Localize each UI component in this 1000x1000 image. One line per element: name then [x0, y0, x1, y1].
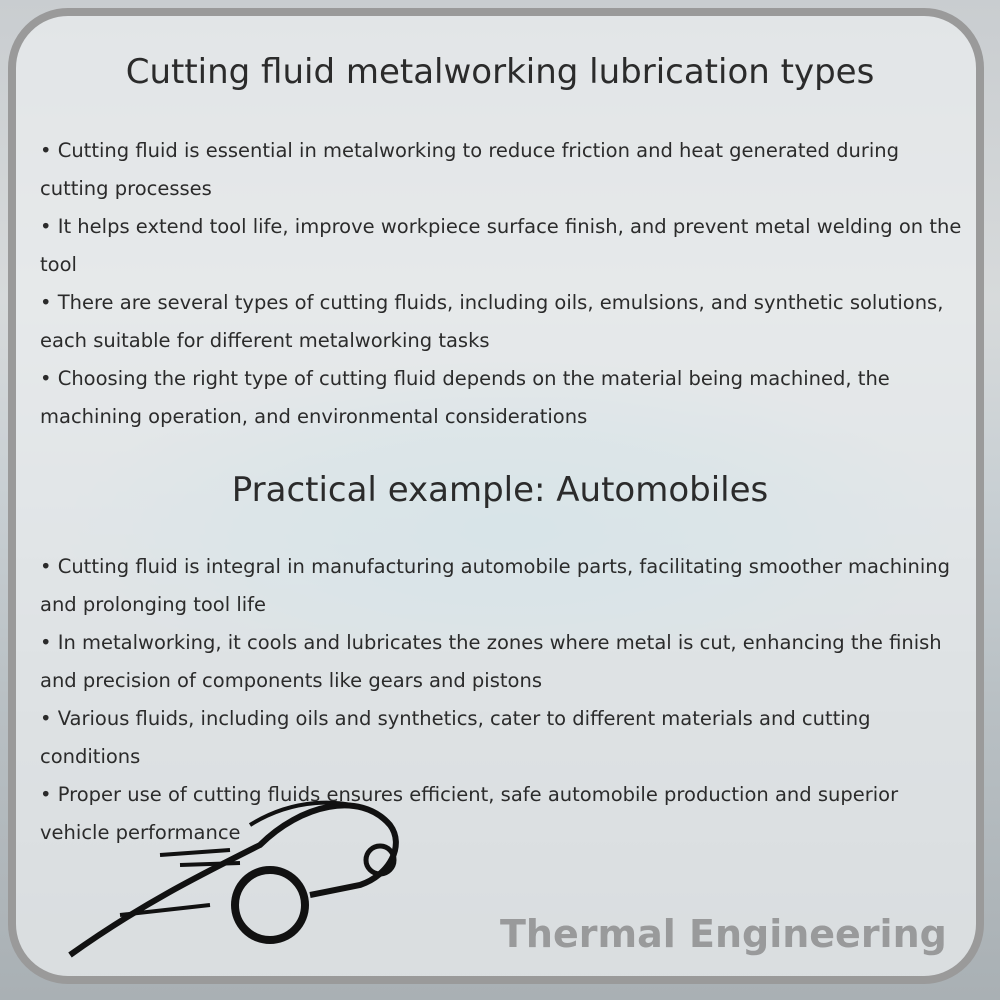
- list-item: • There are several types of cutting flu…: [40, 291, 944, 352]
- content-card: [8, 8, 984, 984]
- car-logo-icon: [68, 800, 399, 958]
- list-item: • It helps extend tool life, improve wor…: [40, 215, 962, 276]
- list-item: • Cutting fluid is integral in manufactu…: [40, 555, 950, 616]
- list-item: • Choosing the right type of cutting flu…: [40, 367, 890, 428]
- list-item: • Various fluids, including oils and syn…: [40, 707, 871, 768]
- section-subtitle: Practical example: Automobiles: [231, 470, 769, 510]
- list-item: • Cutting fluid is essential in metalwor…: [40, 139, 899, 200]
- list-item: • Proper use of cutting fluids ensures e…: [40, 783, 899, 844]
- bullet-list-2: • Cutting fluid is integral in manufactu…: [40, 548, 965, 852]
- watermark-logo: Thermal Engineering: [500, 912, 947, 956]
- bullet-list-1: • Cutting fluid is essential in metalwor…: [40, 132, 965, 436]
- list-item: • In metalworking, it cools and lubricat…: [40, 631, 942, 692]
- page-title: Cutting fluid metalworking lubrication t…: [125, 52, 875, 92]
